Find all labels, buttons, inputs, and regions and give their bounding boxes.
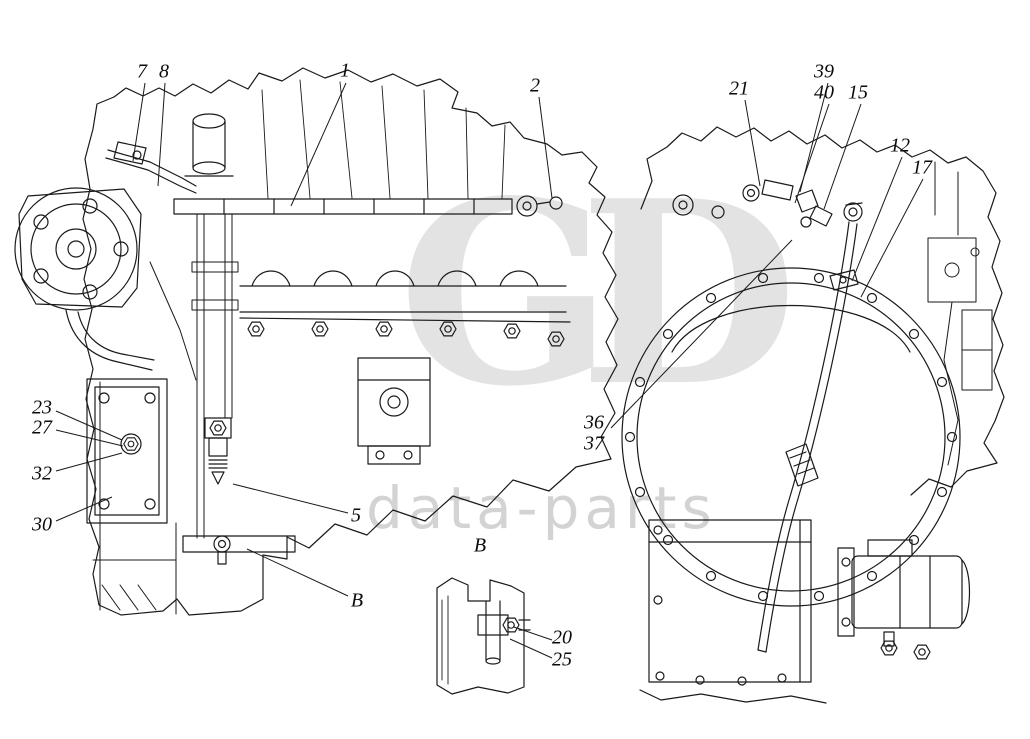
fuel-valve: [204, 417, 232, 485]
engine-side-view: [14, 67, 619, 616]
fuel-rail: [173, 195, 563, 217]
pump-flange: [14, 187, 155, 371]
breather-fitting: [742, 179, 833, 228]
lower-frame: [92, 261, 197, 615]
fuel-pipes: [191, 213, 239, 539]
intake-manifold: [239, 270, 571, 323]
housing-outline: [640, 126, 1005, 496]
oil-filler-neck: [184, 113, 234, 177]
front-mount-plate: [86, 378, 168, 524]
detail-view-b: [436, 577, 531, 695]
injector-pipes: [261, 79, 506, 199]
dipstick-tube: [757, 202, 863, 653]
flywheel-housing-circle: [621, 267, 961, 607]
flywheel-housing-view: [621, 126, 1005, 704]
engine-outline: [82, 67, 619, 616]
bottom-bracket: [182, 535, 296, 565]
injection-pump: [357, 357, 431, 465]
thermostat-pipe: [105, 141, 197, 194]
housing-bolts: [672, 194, 725, 219]
manifold-bolts: [247, 321, 565, 347]
oil-pan-plate: [639, 519, 827, 704]
rear-block-detail: [927, 161, 993, 466]
starter-motor: [837, 539, 971, 660]
